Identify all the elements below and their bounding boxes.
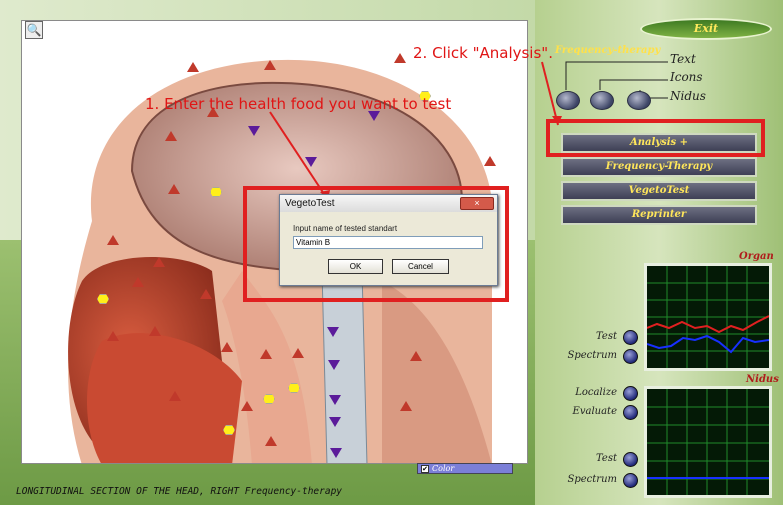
organ-graph — [644, 263, 772, 371]
organ-series-red — [646, 315, 770, 334]
marker-triangle[interactable] — [187, 62, 199, 72]
nidus-test-label: Test — [596, 453, 617, 464]
close-icon[interactable]: × — [460, 197, 494, 210]
toggle-text-button[interactable] — [556, 91, 580, 110]
tested-standard-input[interactable]: Vitamin B — [293, 236, 483, 249]
reprinter-button[interactable]: Reprinter — [561, 205, 757, 225]
legend-header: Frequency-therapy — [555, 45, 661, 56]
marker-hexagon[interactable] — [419, 91, 431, 101]
organ-test-label: Test — [596, 331, 617, 342]
annotation-step-2: 2. Click "Analysis". — [413, 44, 553, 62]
organ-test-button[interactable] — [623, 330, 638, 345]
toggle-icons-button[interactable] — [590, 91, 614, 110]
evaluate-label: Evaluate — [572, 406, 617, 417]
marker-triangle-down[interactable] — [328, 360, 340, 370]
marker-triangle[interactable] — [169, 391, 181, 401]
marker-triangle[interactable] — [207, 107, 219, 117]
nidus-spectrum-button[interactable] — [623, 473, 638, 488]
marker-hexagon[interactable] — [288, 383, 300, 393]
vegetotest-dialog: VegetoTest × Input name of tested standa… — [279, 194, 498, 286]
frequency-therapy-button[interactable]: Frequency-Therapy — [561, 157, 757, 177]
marker-triangle-down[interactable] — [329, 417, 341, 427]
marker-triangle[interactable] — [410, 351, 422, 361]
organ-series-blue — [646, 334, 770, 354]
marker-triangle[interactable] — [260, 349, 272, 359]
legend-connectors — [565, 61, 668, 99]
nidus-graph-plot — [647, 389, 769, 495]
marker-triangle[interactable] — [400, 401, 412, 411]
marker-triangle-down[interactable] — [248, 126, 260, 136]
marker-triangle[interactable] — [221, 342, 233, 352]
nidus-spectrum-label: Spectrum — [567, 474, 618, 485]
organ-spectrum-button[interactable] — [623, 349, 638, 364]
annotation-step-1: 1. Enter the health food you want to tes… — [145, 95, 452, 113]
ok-button[interactable]: OK — [328, 259, 383, 274]
nidus-panel-title: Nidus — [746, 374, 779, 385]
localize-button[interactable] — [623, 386, 638, 401]
marker-triangle[interactable] — [107, 235, 119, 245]
marker-hexagon[interactable] — [223, 425, 235, 435]
highlight-box-dialog — [243, 186, 509, 302]
color-checkbox[interactable]: ✔ — [421, 465, 429, 473]
marker-triangle[interactable] — [107, 331, 119, 341]
nidus-test-button[interactable] — [623, 452, 638, 467]
marker-triangle[interactable] — [265, 436, 277, 446]
marker-triangle-down[interactable] — [329, 395, 341, 405]
color-toggle-label: Color — [432, 464, 455, 473]
marker-hexagon[interactable] — [210, 187, 222, 197]
marker-triangle[interactable] — [264, 60, 276, 70]
marker-triangle[interactable] — [484, 156, 496, 166]
annotation-arrows — [269, 61, 562, 201]
legend-text-label: Text — [670, 52, 696, 66]
cancel-button[interactable]: Cancel — [392, 259, 449, 274]
dialog-title: VegetoTest — [280, 195, 497, 212]
exit-button[interactable]: Exit — [640, 18, 772, 40]
color-toggle[interactable]: ✔ Color — [417, 463, 513, 474]
nidus-graph — [644, 386, 772, 498]
marker-triangle[interactable] — [168, 184, 180, 194]
localize-label: Localize — [575, 387, 617, 398]
marker-triangle[interactable] — [132, 277, 144, 287]
marker-triangle-down[interactable] — [330, 448, 342, 458]
marker-triangle[interactable] — [200, 289, 212, 299]
toggle-nidus-button[interactable] — [627, 91, 651, 110]
legend-nidus-label: Nidus — [670, 89, 706, 103]
legend-icons-label: Icons — [670, 70, 703, 84]
evaluate-button[interactable] — [623, 405, 638, 420]
analysis-button[interactable]: Analysis + — [561, 133, 757, 153]
marker-triangle[interactable] — [165, 131, 177, 141]
status-bar: LONGITUDINAL SECTION OF THE HEAD, RIGHT … — [16, 486, 343, 497]
organ-graph-plot — [646, 266, 770, 368]
vegetotest-button[interactable]: VegetoTest — [561, 181, 757, 201]
marker-triangle-down[interactable] — [327, 327, 339, 337]
marker-hexagon[interactable] — [263, 394, 275, 404]
organ-panel-title: Organ — [739, 251, 774, 262]
marker-triangle-down[interactable] — [368, 111, 380, 121]
highlight-box-analysis — [546, 119, 765, 157]
organ-spectrum-label: Spectrum — [567, 350, 618, 361]
zoom-icon[interactable]: 🔍 — [25, 21, 43, 39]
marker-triangle[interactable] — [241, 401, 253, 411]
marker-triangle[interactable] — [149, 326, 161, 336]
dialog-prompt: Input name of tested standart — [293, 224, 398, 233]
marker-triangle[interactable] — [153, 257, 165, 267]
marker-triangle-down[interactable] — [305, 157, 317, 167]
marker-hexagon[interactable] — [97, 294, 109, 304]
marker-triangle[interactable] — [292, 348, 304, 358]
marker-triangle[interactable] — [394, 53, 406, 63]
